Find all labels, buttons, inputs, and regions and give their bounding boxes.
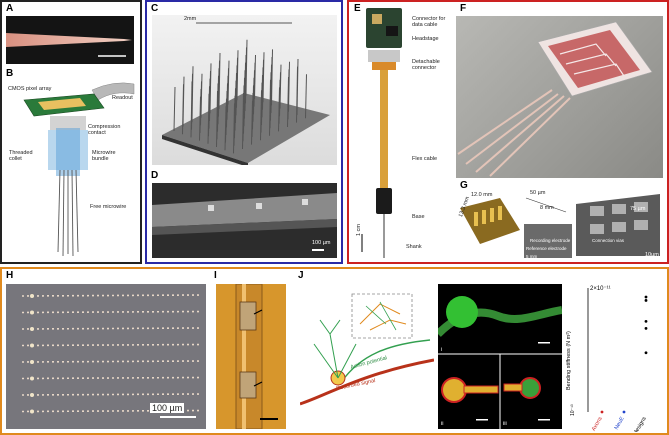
g-scale-5mm: 5 mm: [526, 254, 538, 259]
label-shank: Shank: [406, 244, 422, 250]
j-label-iii: iii: [503, 421, 507, 427]
g-dim-8mm: 8 mm: [540, 205, 554, 211]
microneedle: [182, 84, 184, 135]
panel-h-scale-label: 100 µm: [150, 403, 185, 413]
chart-point-5: [644, 299, 648, 302]
panel-g-images: [456, 190, 663, 260]
chart-y-mid-tick: 10⁻¹³: [570, 404, 576, 416]
microneedle: [278, 87, 280, 132]
microneedle: [173, 86, 176, 132]
microneedle: [190, 81, 193, 138]
chart-y-label: Bending stiffness (N m²): [566, 331, 572, 390]
label-flex-cable: Flex cable: [412, 156, 438, 162]
recording-pad: [30, 393, 34, 397]
label-cmos-array: CMOS pixel array: [8, 86, 52, 92]
panel-d-scale-label: 100 µm: [312, 240, 331, 246]
label-connector-data: Connector for data cable: [412, 16, 446, 28]
panel-c-sem-image: [152, 15, 337, 165]
probe-row: [21, 327, 203, 330]
g-scale-10um: 10µm: [645, 252, 659, 258]
label-base: Base: [412, 214, 425, 220]
label-compression-contact: Compression contact: [88, 124, 121, 136]
panel-letter-g: G: [460, 180, 468, 191]
panel-letter-i: I: [214, 270, 217, 281]
chart-category-label-1: NeuE: [614, 416, 626, 431]
j-label-ii: ii: [441, 421, 444, 427]
microneedle: [287, 76, 289, 128]
panel-c-scale-label: 2mm: [184, 16, 197, 22]
panel-j-chart: 2×10⁻¹¹ 10⁻¹³ Bending stiffness (N m²) A…: [566, 280, 666, 432]
chart-point-4: [644, 319, 648, 323]
label-microwire-bundle: Microwire bundle: [92, 150, 116, 162]
microneedle: [207, 93, 210, 144]
g-dim-12mm: 12.0 mm: [471, 192, 493, 198]
g-label-recording: Recording electrode: [530, 238, 571, 243]
probe-row: [21, 343, 203, 347]
recording-pad: [30, 360, 34, 364]
panel-f-photo: [456, 16, 663, 178]
panel-letter-e: E: [354, 3, 361, 14]
frame-e-g: [347, 0, 669, 264]
g-label-vias: Connection vias: [592, 238, 625, 243]
microneedle: [233, 103, 235, 154]
chart-category-label-2: Previous designs: [622, 416, 648, 432]
chart-point-3: [644, 326, 648, 330]
panel-j-schematic: [300, 284, 434, 429]
chart-point-1: [622, 410, 626, 414]
microneedle: [260, 90, 262, 141]
microneedle: [269, 79, 271, 136]
recording-pad: [30, 409, 34, 414]
label-headstage: Headstage: [412, 36, 439, 42]
frame-h-j: [0, 267, 669, 435]
microneedle: [224, 106, 227, 151]
chart-point-2: [644, 351, 648, 355]
panel-a-image: [6, 16, 134, 64]
recording-pad: [30, 327, 34, 331]
panel-j-fluorescence: [438, 284, 562, 429]
probe-row: [21, 360, 203, 363]
microneedle: [296, 66, 298, 123]
label-readout: Readout: [112, 95, 133, 101]
recording-pad: [30, 310, 34, 315]
panel-letter-h: H: [6, 270, 14, 281]
label-1cm: 1 cm: [356, 224, 362, 236]
label-threaded-collet: Threaded collet: [9, 150, 33, 162]
microneedle: [305, 74, 307, 119]
recording-pad: [30, 376, 34, 381]
label-detachable-connector: Detachable connector: [412, 59, 440, 71]
panel-letter-c: C: [151, 3, 159, 14]
chart-point-0: [600, 410, 604, 414]
panel-letter-d: D: [151, 170, 159, 181]
microneedle: [216, 90, 218, 148]
frame-a-b: [0, 0, 142, 264]
panel-d-sem-image: [152, 183, 337, 258]
microneedle: [199, 96, 201, 141]
g-dim-50um: 50 µm: [530, 190, 546, 196]
panel-letter-j: J: [298, 270, 304, 281]
panel-letter-f: F: [460, 3, 467, 14]
chart-category-label-0: Axons: [591, 416, 604, 432]
microneedle: [251, 100, 253, 145]
probe-row: [21, 310, 203, 314]
panel-letter-a: A: [6, 3, 14, 14]
probe-row: [21, 376, 203, 380]
j-label-i: i: [441, 347, 443, 353]
panel-e-device-image: [358, 6, 448, 260]
label-free-microwire: Free microwire: [90, 204, 127, 210]
chart-y-top-label: 2×10⁻¹¹: [590, 286, 611, 292]
chart-point-6: [644, 295, 648, 299]
panel-letter-b: B: [6, 68, 14, 79]
panel-b-diagram: [4, 80, 138, 260]
frame-c-d: [145, 0, 343, 264]
recording-pad: [30, 294, 34, 298]
microneedle: [242, 92, 244, 150]
probe-row: [21, 294, 203, 297]
panel-i-micrograph: [216, 284, 286, 429]
g-dim-75um: 75 µm: [630, 206, 646, 212]
probe-row: [21, 393, 203, 396]
recording-pad: [30, 343, 34, 348]
g-label-reference: Reference electrode: [526, 246, 567, 251]
